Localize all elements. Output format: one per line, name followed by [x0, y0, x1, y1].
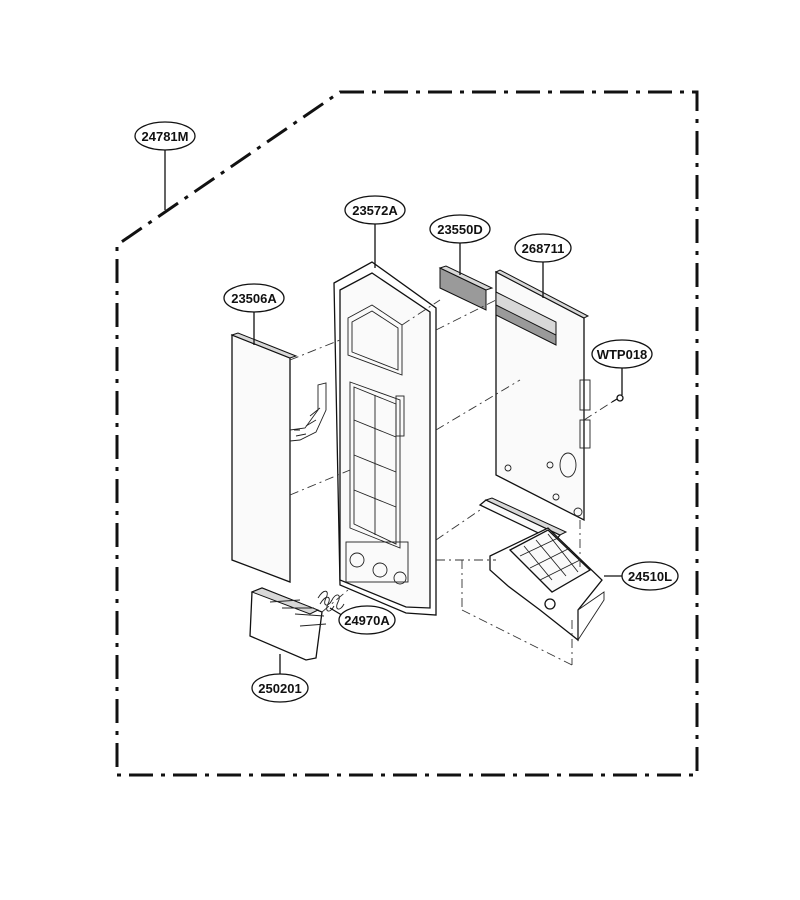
- callout-WTP018: WTP018: [591, 339, 653, 369]
- callout-label: 268711: [522, 241, 565, 256]
- callout-label: 24970A: [344, 613, 390, 628]
- push-button-part: [249, 587, 327, 661]
- alignment-lines: [289, 299, 613, 666]
- assembly-frame: [115, 90, 699, 777]
- front-housing-part: [333, 261, 437, 616]
- callout-23572A: 23572A: [344, 195, 406, 225]
- callout-24970A: 24970A: [338, 605, 396, 635]
- spring-part: [317, 590, 345, 612]
- callout-label: 24781M: [142, 129, 189, 144]
- display-window-part: [438, 265, 494, 311]
- callout-23506A: 23506A: [223, 283, 285, 313]
- latch-lever-part: [478, 497, 605, 642]
- callout-label: 23550D: [437, 222, 483, 237]
- callout-268711: 268711: [514, 233, 572, 263]
- callout-24510L: 24510L: [621, 561, 679, 591]
- callout-24781M: 24781M: [134, 121, 196, 151]
- pcb-part: [494, 269, 591, 522]
- callout-label: 250201: [258, 681, 301, 696]
- callout-label: WTP018: [597, 347, 648, 362]
- callout-250201: 250201: [251, 673, 309, 703]
- callout-label: 23506A: [231, 291, 277, 306]
- callout-23550D: 23550D: [429, 214, 491, 244]
- callout-label: 24510L: [628, 569, 672, 584]
- screw-part: [611, 394, 624, 403]
- callout-label: 23572A: [352, 203, 398, 218]
- membrane-switch-part: [230, 332, 327, 583]
